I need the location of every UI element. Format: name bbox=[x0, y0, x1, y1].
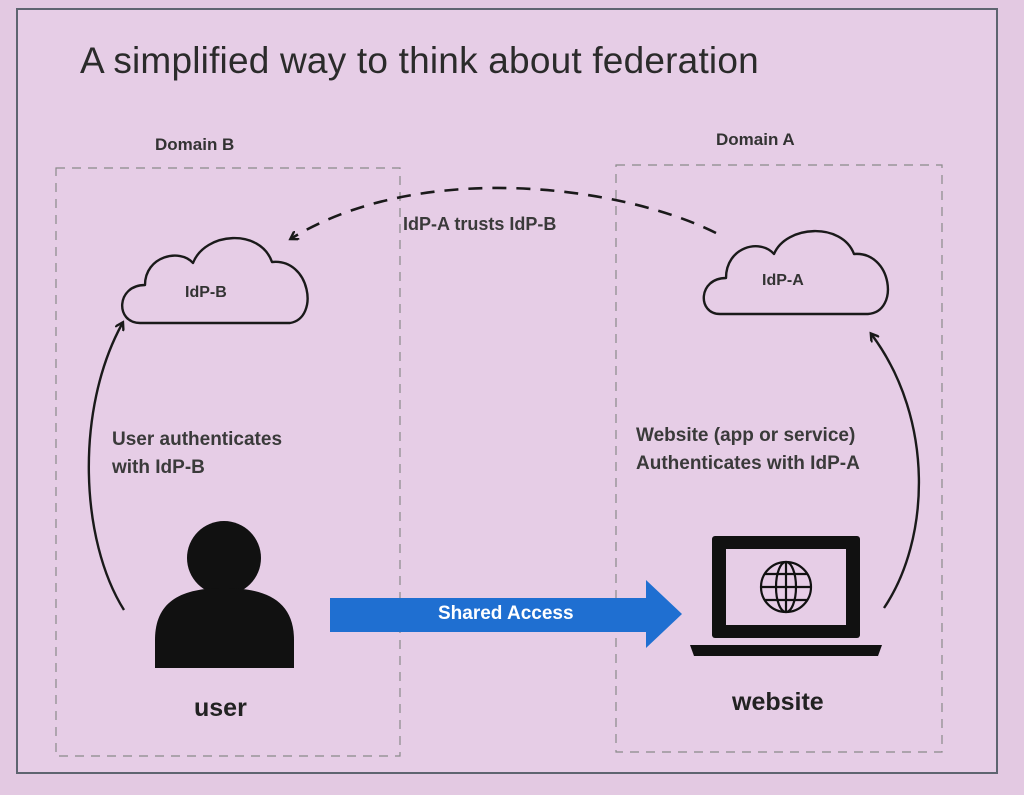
website-auth-line-1: Website (app or service) bbox=[636, 425, 856, 446]
trust-label: IdP-A trusts IdP-B bbox=[403, 214, 557, 234]
idp-a-label: IdP-A bbox=[762, 272, 804, 289]
website-auth-line-2: Authenticates with IdP-A bbox=[636, 453, 860, 474]
idp-b-label: IdP-B bbox=[185, 284, 227, 301]
person-icon bbox=[155, 521, 294, 668]
website-auth-label: Website (app or service) Authenticates w… bbox=[636, 422, 860, 478]
domain-b-label: Domain B bbox=[155, 135, 235, 154]
cloud-icon bbox=[121, 236, 309, 325]
user-auth-label: User authenticates with IdP-B bbox=[112, 426, 282, 482]
website-auth-arrow bbox=[872, 335, 921, 609]
user-caption: user bbox=[194, 694, 247, 722]
domain-a-box bbox=[615, 164, 943, 753]
website-caption: website bbox=[732, 688, 824, 716]
cloud-icon bbox=[702, 229, 890, 316]
shared-access-label: Shared Access bbox=[438, 603, 574, 624]
domain-a-label: Domain A bbox=[716, 130, 795, 149]
globe-icon bbox=[759, 560, 813, 614]
shared-access-arrow bbox=[330, 580, 682, 648]
laptop-globe-icon bbox=[690, 536, 882, 656]
user-auth-arrow bbox=[87, 324, 126, 611]
trust-arrow bbox=[292, 186, 717, 238]
user-auth-line-1: User authenticates bbox=[112, 429, 283, 450]
page-title: A simplified way to think about federati… bbox=[80, 40, 759, 81]
user-auth-line-2: with IdP-B bbox=[112, 457, 205, 478]
domain-b-box bbox=[55, 167, 401, 757]
